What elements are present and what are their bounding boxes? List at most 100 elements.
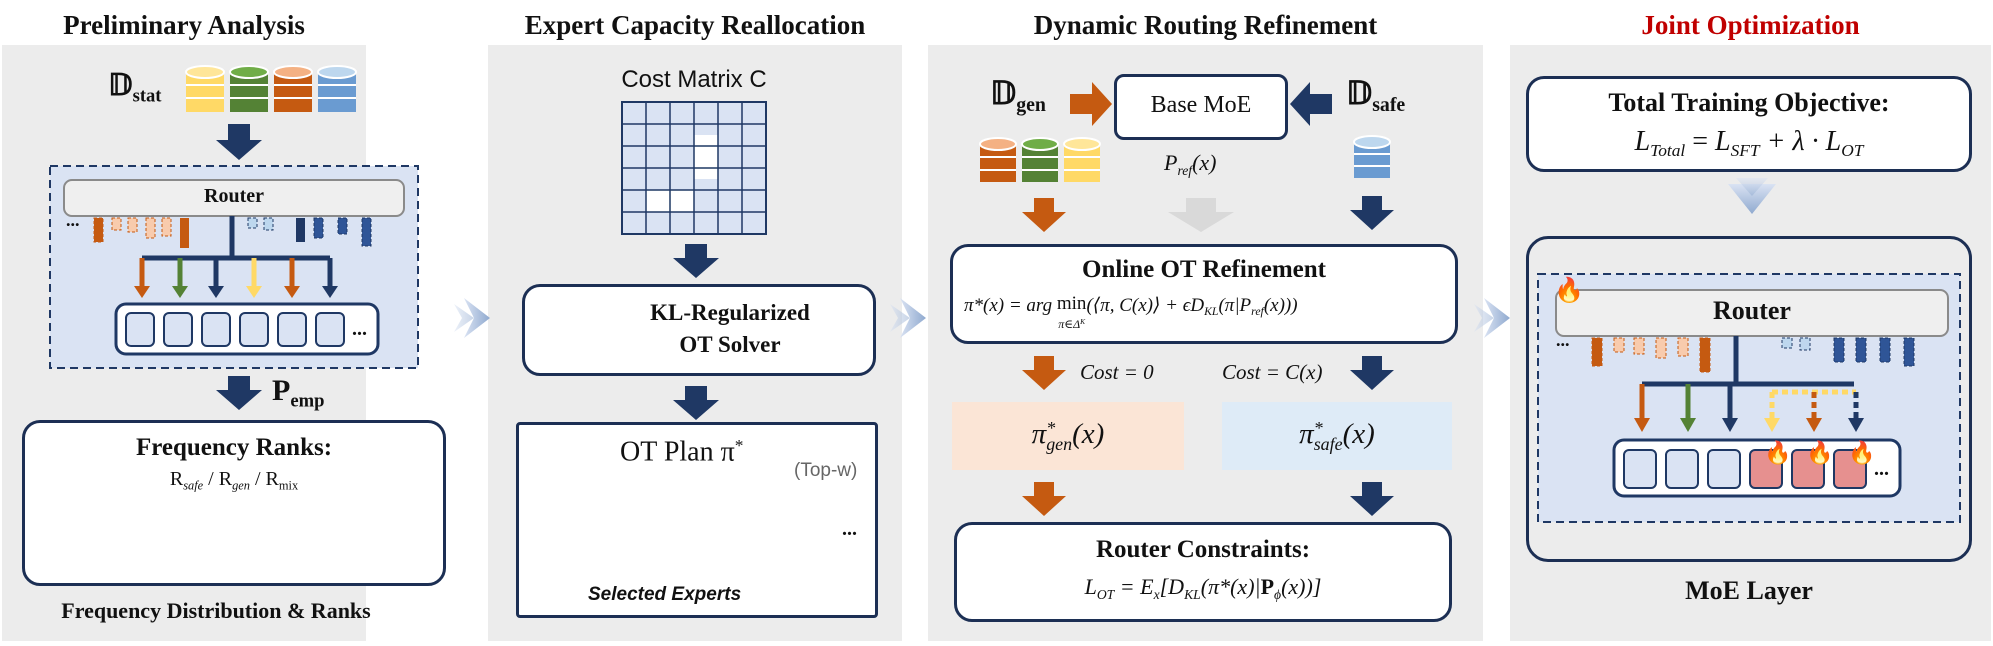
lot-phi: ϕ	[1274, 586, 1282, 602]
chevron-down-p4	[1728, 184, 1776, 214]
fire-icon-router: 🔥	[1554, 278, 1584, 304]
pi-safe-arg: (x)	[1342, 418, 1375, 450]
arrow-down-gen-3	[1022, 482, 1066, 516]
objective-box	[1526, 76, 1972, 172]
arrow-down-p2b	[673, 386, 719, 420]
solver-line-2: OT Solver	[679, 332, 781, 357]
top-w-label: (Top-w)	[794, 460, 858, 481]
d-safe-base: 𝔻	[1346, 75, 1373, 111]
solver-line-1: KL-Regularized	[650, 300, 810, 325]
dots-p4-router: ...	[1556, 330, 1570, 350]
d-safe-sub: safe	[1372, 93, 1406, 116]
formula-tail: (π|P	[1218, 295, 1252, 316]
db-stack-orange	[273, 65, 313, 112]
db-stack-blue	[317, 65, 357, 112]
formula-min: min π∈ΔK	[1057, 294, 1087, 332]
obj-lambda: + λ ·	[1759, 126, 1826, 157]
router-constraints-box	[954, 522, 1452, 622]
pi-gen-box	[952, 402, 1184, 470]
pi-gen-base: π	[1031, 418, 1047, 450]
pi-safe-sub: safe	[1313, 434, 1343, 455]
routing-arrows-p1	[139, 216, 333, 288]
lot-end: (x))]	[1281, 574, 1322, 599]
r-gen-base: R	[218, 468, 233, 490]
online-ot-title: Online OT Refinement	[1082, 256, 1326, 283]
ot-plan-title: OT Plan π*	[620, 436, 743, 469]
frequency-ranks-box	[22, 420, 446, 586]
sep-1: /	[203, 468, 219, 490]
db-stack-p3-yellow	[1063, 137, 1101, 182]
obj-l2: L	[1715, 126, 1731, 157]
p-ref-label: Pref(x)	[1164, 150, 1217, 179]
r-mix-base: R	[265, 468, 279, 490]
formula-end: (x)))	[1263, 295, 1298, 316]
pi-gen-label: π*gen(x)	[952, 418, 1184, 453]
panel3-title: Dynamic Routing Refinement	[1033, 10, 1378, 40]
experts-p1	[125, 312, 345, 347]
pi-safe-base: π	[1299, 418, 1314, 450]
dots-p1: ...	[66, 210, 80, 230]
lot-ex: x	[1153, 586, 1160, 602]
arrow-down-safe-3	[1350, 482, 1394, 516]
lot-base: L	[1084, 574, 1097, 599]
arrow-down-safe-2	[1350, 356, 1394, 390]
online-ot-box	[950, 244, 1458, 344]
panel2-title: Expert Capacity Reallocation	[524, 10, 866, 40]
ot-solver-box	[522, 284, 876, 376]
r-safe-sub: safe	[183, 478, 204, 493]
obj-ot: OT	[1841, 141, 1864, 161]
router-label-p4: Router	[1713, 296, 1791, 325]
router-box-p4	[1555, 289, 1949, 337]
d-gen-label: 𝔻gen	[990, 74, 1046, 117]
pi-safe-sup: *	[1313, 418, 1323, 439]
router-bars	[93, 217, 372, 248]
panel4-title: Joint Optimization	[1641, 10, 1860, 40]
lot-p: P	[1260, 574, 1275, 599]
dots-experts-p1: ...	[352, 318, 367, 340]
pi-gen-arg: (x)	[1072, 418, 1105, 450]
flow-chevron-2	[900, 298, 926, 338]
lot-sub: OT	[1096, 586, 1115, 602]
obj-sft: SFT	[1730, 141, 1760, 161]
d-safe-label: 𝔻safe	[1346, 74, 1405, 117]
arrow-down-navy	[216, 124, 262, 160]
formula-kl: KL	[1204, 305, 1219, 319]
routing-arrows-p4	[1639, 336, 1859, 420]
p-ref-sub: ref	[1177, 162, 1193, 178]
db-stack-yellow	[185, 65, 225, 112]
arrow-dgen-to-moe	[1070, 82, 1112, 126]
arrow-down-ref	[1168, 198, 1234, 232]
pi-gen-sub: gen	[1046, 434, 1073, 455]
pi-gen-scripts: *gen	[1046, 419, 1073, 455]
arrow-down-safe-1	[1350, 196, 1394, 230]
arrow-down-p2a	[673, 244, 719, 278]
ot-plan-box	[516, 422, 878, 618]
dots-p4-experts: ...	[1874, 458, 1889, 480]
online-ot-formula: π*(x) = arg min π∈ΔK (⟨π, C(x)⟩ + ϵDKL(π…	[964, 294, 1454, 332]
pi-safe-scripts: *safe	[1313, 418, 1343, 455]
router-constraints-title: Router Constraints:	[1095, 536, 1311, 563]
lot-formula: LOT = Ex[DKL(π*(x)|Pϕ(x))]	[954, 574, 1452, 603]
d-stat-label: 𝔻stat	[108, 68, 162, 108]
moe-layer-caption: MoE Layer	[1685, 576, 1813, 605]
selected-experts-label: Selected Experts	[588, 584, 742, 605]
r-gen-sub: gen	[232, 478, 250, 493]
cost-matrix-grid	[621, 101, 767, 235]
flow-chevron-1	[464, 298, 490, 338]
obj-l1: L	[1634, 126, 1651, 157]
formula-ref: ref	[1251, 305, 1264, 319]
d-stat-base: 𝔻	[108, 69, 133, 102]
formula-min-word: min	[1056, 293, 1087, 314]
obj-total: Total	[1650, 141, 1686, 161]
arrow-down-pemp	[216, 376, 262, 410]
arrow-down-gen-1	[1022, 198, 1066, 232]
d-stat-sub: stat	[132, 85, 162, 107]
arrow-dsafe-to-moe	[1290, 82, 1332, 126]
db-stack-green	[229, 65, 269, 112]
router-bars-p4	[1591, 337, 1915, 373]
sep-2: /	[249, 468, 266, 490]
objective-formula: LTotal = LSFT + λ · LOT	[1526, 126, 1972, 161]
d-gen-sub: gen	[1016, 93, 1046, 116]
p-emp-base: P	[272, 374, 291, 407]
p-emp-label: Pemp	[272, 374, 324, 413]
